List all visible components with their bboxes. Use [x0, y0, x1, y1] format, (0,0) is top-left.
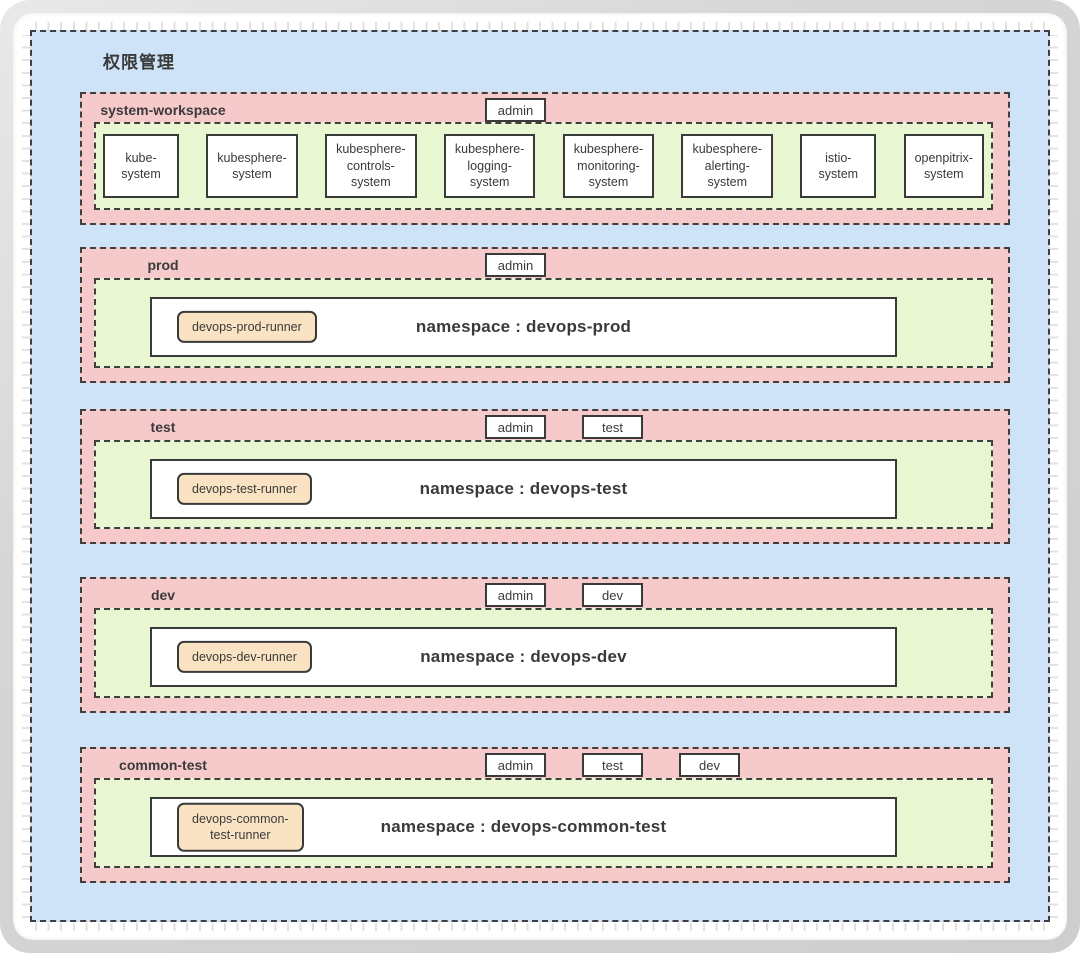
workspace-box-system-workspace: system-workspace admin kube- system kube…	[80, 92, 1010, 225]
workspace-box-common-test: common-test admin test dev devops-common…	[80, 747, 1010, 883]
workspace-box-dev: dev admin dev devops-dev-runner namespac…	[80, 577, 1010, 713]
runner-badge: devops-prod-runner	[177, 310, 317, 344]
namespace-box-kubesphere-system: kubesphere- system	[206, 134, 298, 198]
role-badges: admin test	[485, 415, 643, 439]
ruler-ticks-top	[35, 22, 1045, 30]
page-title: 权限管理	[103, 53, 175, 72]
namespace-box-devops-prod: devops-prod-runner namespace : devops-pr…	[150, 297, 897, 357]
runner-badge: devops-common- test-runner	[177, 802, 304, 852]
namespace-box-kubesphere-monitoring-system: kubesphere- monitoring- system	[562, 134, 655, 198]
ruler-ticks-left	[22, 35, 30, 918]
system-namespaces-row: kube- system kubesphere- system kubesphe…	[96, 124, 991, 208]
workspace-box-test: test admin test devops-test-runner names…	[80, 409, 1010, 544]
workspace-label: dev	[150, 587, 176, 603]
namespace-box-devops-test: devops-test-runner namespace : devops-te…	[150, 459, 897, 519]
role-badge-dev: dev	[582, 583, 643, 607]
namespace-title: namespace : devops-test	[419, 479, 628, 498]
workspace-label: system-workspace	[100, 102, 226, 118]
namespace-title: namespace : devops-dev	[420, 647, 627, 666]
role-badge-admin: admin	[485, 253, 546, 277]
role-badge-admin: admin	[485, 98, 546, 122]
namespace-title: namespace : devops-common-test	[380, 817, 667, 836]
role-badges: admin	[485, 98, 546, 122]
namespace-title: namespace : devops-prod	[415, 317, 632, 336]
workspace-box-prod: prod admin devops-prod-runner namespace …	[80, 247, 1010, 383]
workspace-label: prod	[147, 257, 179, 273]
ruler-ticks-right	[1050, 35, 1058, 918]
namespace-box-devops-dev: devops-dev-runner namespace : devops-dev	[150, 627, 897, 687]
runner-badge: devops-dev-runner	[177, 640, 312, 674]
projects-area: devops-common- test-runner namespace : d…	[94, 778, 993, 868]
projects-area: kube- system kubesphere- system kubesphe…	[94, 122, 993, 210]
workspace-label: test	[150, 419, 176, 435]
namespace-box-kubesphere-controls-system: kubesphere- controls- system	[325, 134, 417, 198]
projects-area: devops-prod-runner namespace : devops-pr…	[94, 278, 993, 368]
projects-area: devops-test-runner namespace : devops-te…	[94, 440, 993, 529]
namespace-box-kubesphere-alerting-system: kubesphere- alerting- system	[681, 134, 773, 198]
namespace-box-kubesphere-logging-system: kubesphere- logging- system	[443, 134, 536, 198]
role-badge-dev: dev	[679, 753, 740, 777]
namespace-box-openpitrix-system: openpitrix- system	[903, 134, 984, 198]
namespace-box-istio-system: istio- system	[800, 134, 877, 198]
workspace-label: common-test	[119, 757, 207, 773]
namespace-box-devops-common-test: devops-common- test-runner namespace : d…	[150, 797, 897, 857]
role-badges: admin test dev	[485, 753, 740, 777]
runner-badge: devops-test-runner	[177, 472, 312, 506]
role-badge-admin: admin	[485, 415, 546, 439]
role-badges: admin dev	[485, 583, 643, 607]
ruler-ticks-bottom	[35, 923, 1045, 931]
role-badge-admin: admin	[485, 753, 546, 777]
role-badges: admin	[485, 253, 546, 277]
role-badge-test: test	[582, 753, 643, 777]
role-badge-test: test	[582, 415, 643, 439]
projects-area: devops-dev-runner namespace : devops-dev	[94, 608, 993, 698]
role-badge-admin: admin	[485, 583, 546, 607]
namespace-box-kube-system: kube- system	[103, 134, 179, 198]
